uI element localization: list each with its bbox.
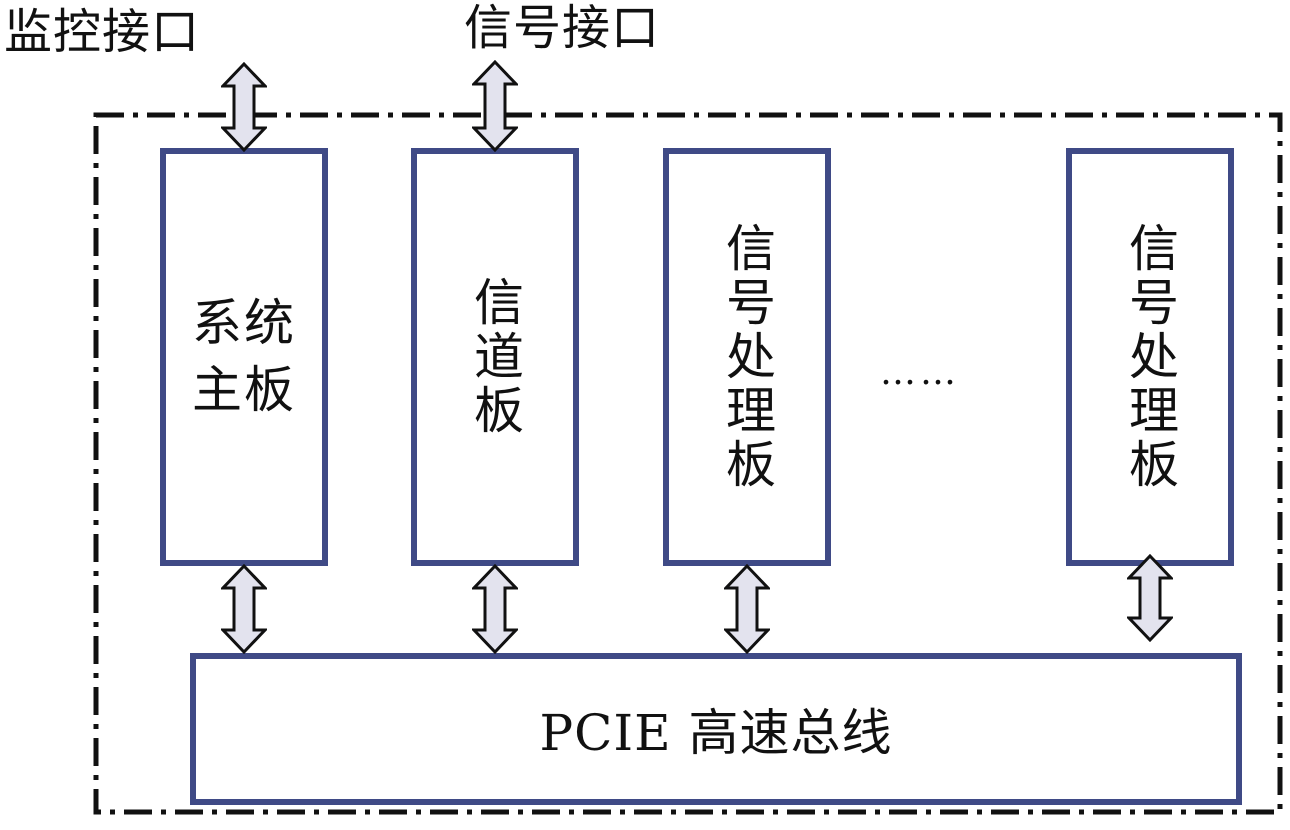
ellipsis: …… [880,352,960,393]
system-mainboard-label-line-1: 系统 [192,293,296,352]
system-mainboard-bus-arrow [221,564,267,654]
chassis-boundary [93,112,1283,815]
signal-processing-board-n-label: 信号处理板 [1121,222,1179,492]
channel-board-bus-arrow [472,564,518,654]
channel-board: 信道板 [411,148,579,566]
signal-processing-board-n: 信号处理板 [1066,148,1234,566]
system-mainboard-label-line-2: 主板 [192,361,296,419]
chassis-dashdot-border [93,112,1283,815]
signal-processing-board-1-label: 信号处理板 [718,222,776,492]
monitor-interface-label: 监控接口 [4,4,201,60]
signal-processing-board-n-bus-arrow [1127,554,1173,642]
signal-processing-board-1-bus-arrow [724,564,770,654]
system-mainboard-label: 系统 主板 [192,290,296,425]
system-mainboard: 系统 主板 [160,148,328,566]
signal-processing-board-1: 信号处理板 [663,148,831,566]
signal-interface-label: 信号接口 [464,0,661,56]
pcie-bus-label: PCIE 高速总线 [539,704,893,762]
pcie-bus: PCIE 高速总线 [190,653,1242,805]
signal-interface-arrow [472,60,518,152]
channel-board-label: 信道板 [466,276,524,438]
monitor-interface-arrow [221,62,267,152]
